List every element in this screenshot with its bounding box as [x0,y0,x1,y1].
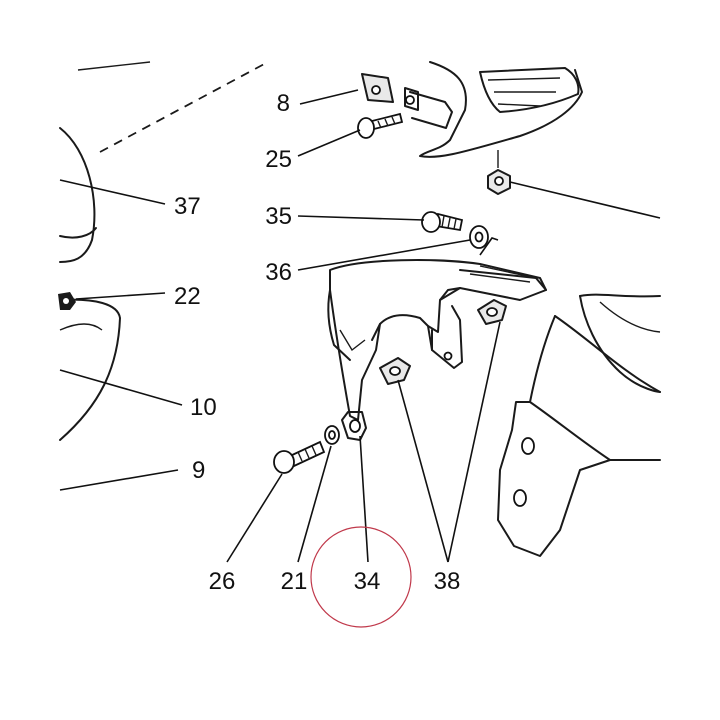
part-21-washer [324,425,340,445]
leader-38a [397,379,449,563]
leader-35 [297,215,425,221]
upper-mounting-bracket [404,61,583,158]
grommet-nut-top [487,150,511,195]
leader-38b [447,321,501,563]
left-fairing-panel [59,61,269,441]
leader-9 [59,469,179,491]
callout-36: 36 [265,259,292,286]
leader-8 [299,89,359,105]
callout-26: 26 [209,568,236,595]
highlight-circle [310,526,412,628]
part-26-screw [273,440,326,474]
callout-9: 9 [192,457,205,484]
leader-bracket [479,237,499,256]
part-22-grommet [58,292,76,310]
leader-37 [59,179,166,205]
leader-26 [226,473,283,563]
callout-37: 37 [174,193,201,220]
leader-lines [59,89,661,563]
callout-34: 34 [354,568,381,595]
part-36-washer [469,225,489,249]
right-side-cowl [497,293,661,557]
callout-35: 35 [265,203,292,230]
callout-22: 22 [174,283,201,310]
part-25-screw [357,112,404,139]
leader-21 [297,445,332,563]
leader-10 [59,369,183,406]
leader-36 [297,239,471,271]
callout-8: 8 [277,90,290,117]
callout-10: 10 [190,394,217,421]
leader-22 [75,292,166,300]
callout-38: 38 [434,568,461,595]
part-34-fender [327,259,547,441]
part-8-clip-nut [361,73,394,103]
callout-25: 25 [265,146,292,173]
part-38-grommet-right [477,299,507,325]
leader-top-nut [509,181,661,219]
part-38-grommet-left [379,357,411,385]
leader-34 [359,435,369,563]
part-35-screw [421,211,464,233]
leader-25 [297,129,361,157]
callout-21: 21 [281,568,308,595]
